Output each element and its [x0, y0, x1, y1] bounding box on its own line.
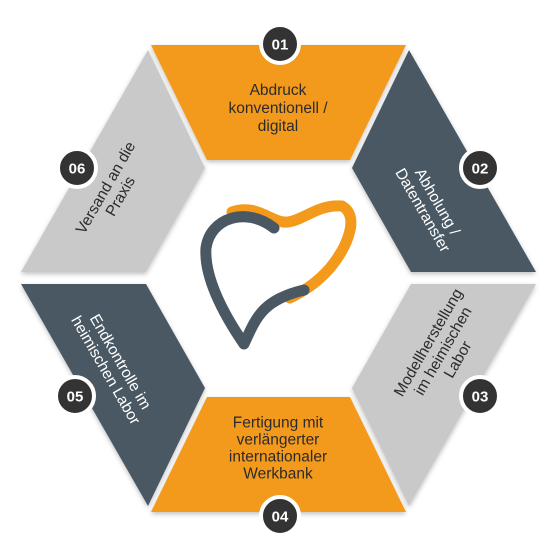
step-segment-05	[21, 284, 205, 506]
step-label-line: Werkbank	[243, 466, 313, 483]
step-segment-04	[151, 397, 406, 512]
step-label-line: internationaler	[229, 449, 327, 466]
step-label-line: verlängerter	[237, 432, 320, 449]
badge-number: 02	[472, 161, 489, 178]
badge-number: 01	[272, 37, 289, 54]
step-label-line: konventionell /	[228, 100, 328, 117]
step-label-line: Fertigung mit	[233, 415, 324, 432]
badge-circle	[259, 495, 301, 537]
step-segment-01	[151, 45, 406, 160]
badge-circle	[56, 147, 98, 189]
step-badge-05: 05	[54, 375, 96, 417]
step-label-line: Abdruck	[250, 82, 307, 99]
step-badge-03: 03	[459, 375, 501, 417]
step-badge-02: 02	[459, 147, 501, 189]
badge-circle	[259, 23, 301, 65]
badge-circle	[459, 375, 501, 417]
tooth-icon	[200, 200, 357, 350]
badge-number: 03	[472, 389, 489, 406]
badge-number: 06	[69, 161, 86, 178]
step-badge-04: 04	[259, 495, 301, 537]
step-segment-03	[352, 284, 536, 506]
step-segment-06	[21, 50, 205, 272]
badge-circle	[54, 375, 96, 417]
step-badge-06: 06	[56, 147, 98, 189]
badge-number: 05	[67, 389, 84, 406]
step-label-line: digital	[258, 118, 299, 135]
badge-circle	[459, 147, 501, 189]
badge-number: 04	[272, 509, 289, 526]
step-badge-01: 01	[259, 23, 301, 65]
step-segment-02	[352, 50, 536, 272]
